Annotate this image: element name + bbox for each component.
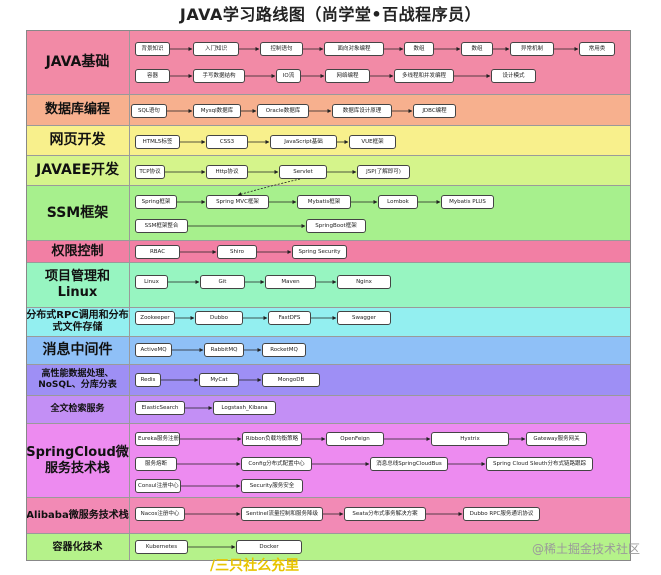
node-java-0: 背景知识 [135,42,170,56]
node-java-1: 入门知识 [193,42,239,56]
node-web-2: JavaScript基础 [270,135,337,149]
node-nosql-2: MongoDB [262,373,320,387]
node-nosql-1: MyCat [199,373,239,387]
bottom-text: /三只社么充里 [210,558,300,574]
node-db-2: Oracle数据库 [257,104,309,118]
node-linux-0: Linux [135,275,168,289]
node-linux-3: Nginx [337,275,391,289]
category-label: Alibaba微服务技术栈 [26,498,130,533]
node-web-3: VUE框架 [349,135,396,149]
node-java-6: 异常机制 [510,42,554,56]
category-label: 项目管理和Linux [26,263,130,307]
node-db-1: Mysql数据库 [193,104,241,118]
category-label: JAVA基础 [26,31,130,94]
node-linux-1: Git [200,275,245,289]
node-rpc-3: Swagger [337,311,391,325]
node-java-12: 多线程和并发编程 [394,69,454,83]
node-alibaba-3: Dubbo RPC服务通讯协议 [463,507,540,521]
node-cloud-7: 消息总线SpringCloudBus [370,457,448,471]
node-cloud-6: Config分布式配置中心 [241,457,312,471]
node-cloud-2: OpenFeign [326,432,384,446]
node-rpc-2: FastDFS [268,311,311,325]
node-java-5: 数组 [461,42,493,56]
node-mq-1: RabbitMQ [204,343,244,357]
node-docker-0: Kubernetes [135,540,188,554]
node-ssm-1: Spring MVC框架 [206,195,269,209]
row-rpc: 分布式RPC调用和分布式文件存储 [26,307,631,336]
node-cloud-0: Eureka服务注册 [135,432,180,446]
node-cloud-10: Security服务安全 [241,479,303,493]
page-title: JAVA学习路线图（尚学堂•百战程序员） [179,5,482,24]
node-alibaba-1: Sentinel流量控制和服务降级 [241,507,323,521]
node-ssm-6: SpringBoot框架 [306,219,366,233]
row-javaee: JAVAEE开发 [26,155,631,185]
node-rpc-1: Dubbo [195,311,243,325]
category-label: SSM框架 [26,186,130,240]
node-db-4: JDBC编程 [413,104,456,118]
node-ssm-2: Mybatis框架 [297,195,351,209]
category-label: 权限控制 [26,241,130,262]
category-label: SpringCloud微服务技术栈 [26,424,130,497]
node-mq-2: RocketMQ [262,343,306,357]
category-label: 全文检索服务 [26,396,130,423]
row-java: JAVA基础 [26,30,631,94]
node-java-9: 手写数据结构 [193,69,245,83]
watermark: @稀土掘金技术社区 [532,542,641,556]
node-java-2: 控制语句 [260,42,303,56]
category-label: JAVAEE开发 [26,156,130,185]
row-nosql: 高性能数据处理、NoSQL、分库分表 [26,364,631,395]
node-javaee-0: TCP协议 [135,165,165,179]
node-linux-2: Maven [265,275,316,289]
node-alibaba-0: Nacos注册中心 [135,507,185,521]
node-auth-1: Shiro [217,245,257,259]
node-cloud-5: 服务熔断 [135,457,177,471]
node-ssm-0: Spring框架 [135,195,177,209]
diagram-frame [26,30,631,561]
node-cloud-9: Consul注册中心 [135,479,181,493]
node-ssm-3: Lombok [378,195,418,209]
node-java-7: 常用类 [579,42,615,56]
node-ssm-4: Mybatis PLUS [441,195,494,209]
node-java-4: 数组 [404,42,434,56]
category-label: 分布式RPC调用和分布式文件存储 [26,308,130,336]
row-search: 全文检索服务 [26,395,631,423]
node-cloud-1: Ribbon负载均衡策略 [242,432,302,446]
row-linux: 项目管理和Linux [26,262,631,307]
node-web-0: HTML5标签 [135,135,180,149]
category-label: 数据库编程 [26,95,130,125]
node-cloud-4: Gateway服务网关 [526,432,587,446]
category-label: 消息中间件 [26,337,130,364]
node-java-10: IO流 [276,69,301,83]
node-auth-0: RBAC [135,245,180,259]
node-db-3: 数据库设计原理 [332,104,392,118]
node-auth-2: Spring Security [292,245,347,259]
node-java-8: 容器 [135,69,170,83]
node-cloud-8: Spring Cloud Sleuth分布式链路跟踪 [486,457,593,471]
node-docker-1: Docker [236,540,302,554]
node-nosql-0: Redis [135,373,161,387]
category-label: 网页开发 [26,126,130,155]
node-alibaba-2: Seata分布式事务解决方案 [344,507,426,521]
node-javaee-2: Servlet [279,165,327,179]
node-java-13: 设计模式 [491,69,536,83]
node-search-1: Logstash_Kibana [213,401,276,415]
category-label: 容器化技术 [26,534,130,561]
node-mq-0: ActiveMQ [135,343,172,357]
row-mq: 消息中间件 [26,336,631,364]
node-javaee-3: JSP(了解即可) [357,165,410,179]
node-db-0: SQL语句 [131,104,167,118]
node-ssm-5: SSM框架整合 [135,219,188,233]
row-docker: 容器化技术 [26,533,631,561]
node-java-11: 网络编程 [325,69,370,83]
node-javaee-1: Http协议 [206,165,248,179]
node-search-0: ElasticSearch [135,401,185,415]
node-java-3: 面向对象编程 [324,42,384,56]
category-label: 高性能数据处理、NoSQL、分库分表 [26,365,130,395]
node-rpc-0: Zookeeper [135,311,175,325]
node-cloud-3: Hystrix [431,432,509,446]
node-web-1: CSS3 [206,135,248,149]
